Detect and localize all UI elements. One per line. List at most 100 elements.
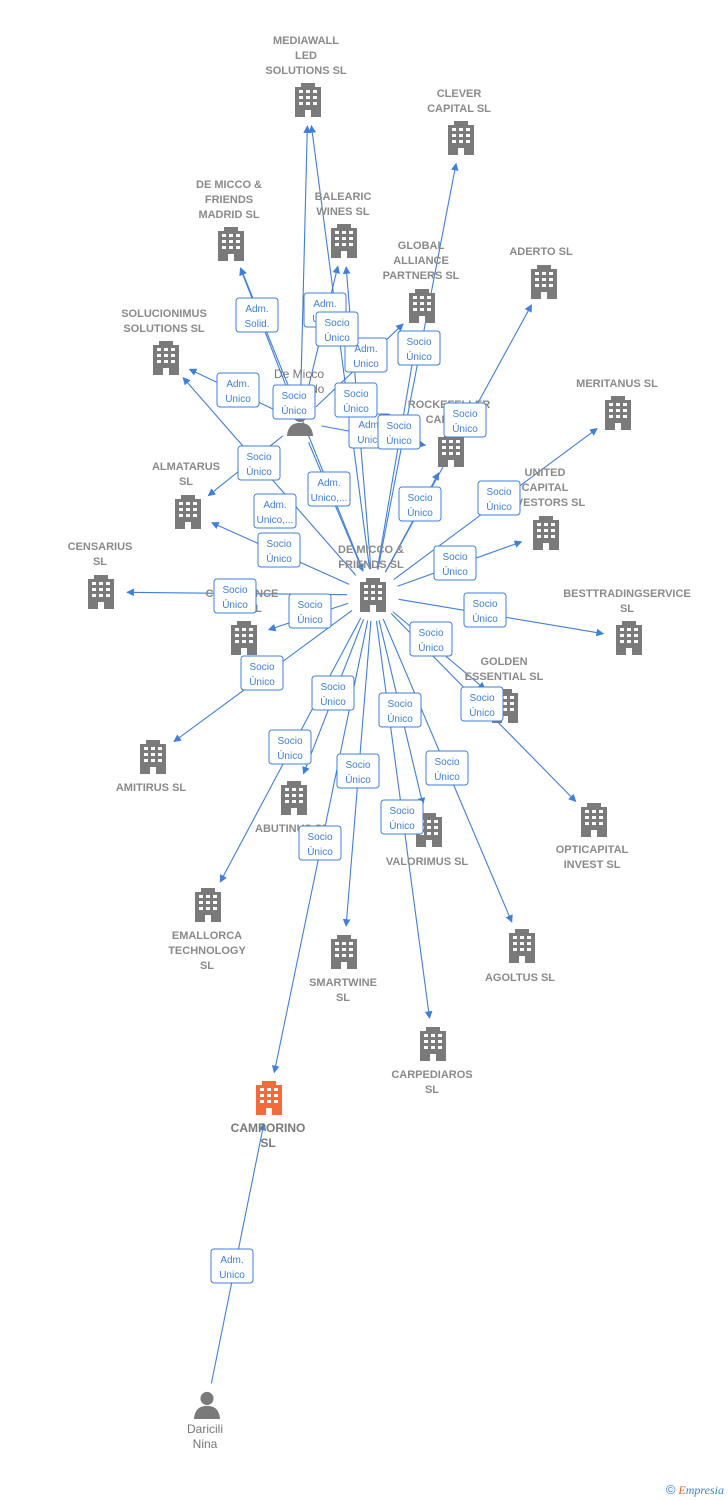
building-icon xyxy=(140,740,166,774)
building-icon xyxy=(331,935,357,969)
node-label-line: MADRID SL xyxy=(198,209,259,221)
node-label-line: WINES SL xyxy=(316,206,369,218)
node-label-line: OPTICAPITAL xyxy=(556,844,629,856)
focus-building-icon xyxy=(256,1081,282,1115)
relation-label-text: Único xyxy=(307,845,333,858)
relation-label-text: Adm. xyxy=(220,1255,243,1266)
edge-demiccoperson-mediawall xyxy=(299,125,312,401)
node-label-line: GOLDEN xyxy=(480,656,527,668)
relation-label-text: Unico,... xyxy=(257,515,294,526)
relation-label-box xyxy=(380,799,424,835)
node-agoltus[interactable]: AGOLTUS SL xyxy=(485,929,555,984)
relation-label-text: Socio xyxy=(472,599,497,610)
relation-label-text: Socio xyxy=(307,832,332,843)
relation-label-text: Único xyxy=(266,552,292,565)
relation-label[interactable]: Adm. Unico xyxy=(210,1248,254,1284)
relation-label-text: Único xyxy=(406,350,432,363)
relation-label[interactable]: Adm.Unico,... xyxy=(253,493,297,529)
node-meritanus[interactable]: MERITANUS SL xyxy=(576,378,658,430)
relation-label-text: Socio xyxy=(486,487,511,498)
node-label-line: SL xyxy=(620,603,634,615)
relation-label-box xyxy=(334,382,378,418)
node-demicco[interactable]: DE MICCO &FRIENDS SL xyxy=(338,544,404,612)
building-icon xyxy=(175,495,201,529)
relation-label-text: Adm. xyxy=(354,344,377,355)
node-aderto[interactable]: ADERTO SL xyxy=(509,246,573,299)
building-icon xyxy=(195,888,221,922)
node-label-line: CAPITAL SL xyxy=(427,103,491,115)
relation-label-text: Solid. xyxy=(244,319,269,330)
node-label-line: ADERTO SL xyxy=(509,246,573,258)
node-label-line: MERITANUS SL xyxy=(576,378,658,390)
relation-label-text: Unico xyxy=(219,1270,245,1281)
relation-label-text: Socio xyxy=(266,539,291,550)
relation-label[interactable]: Adm.Unico,... xyxy=(307,471,351,507)
building-icon xyxy=(509,929,535,963)
building-icon xyxy=(231,621,257,655)
relation-label-box xyxy=(409,621,453,657)
node-label: MERITANUS SL xyxy=(576,378,658,390)
node-label-line: CARPEDIAROS xyxy=(391,1069,472,1081)
relation-label-text: Único xyxy=(452,422,478,435)
relation-label-box xyxy=(425,750,469,786)
relation-label-text: Socio xyxy=(406,337,431,348)
relation-label[interactable]: Adm.Unico xyxy=(344,337,388,373)
relation-label[interactable]: Adm.Solid. xyxy=(235,297,279,333)
node-amitirus[interactable]: AMITIRUS SL xyxy=(116,740,187,794)
node-valorimus[interactable]: VALORIMUS SL xyxy=(386,813,469,868)
relation-label-box xyxy=(311,675,355,711)
relation-label[interactable]: Adm.Unico xyxy=(216,372,260,408)
relation-label-text: Socio xyxy=(345,760,370,771)
relation-label-box xyxy=(378,692,422,728)
relation-label-text: Socio xyxy=(222,585,247,596)
building-icon xyxy=(531,265,557,299)
building-icon xyxy=(409,289,435,323)
relation-label-box xyxy=(307,471,351,507)
